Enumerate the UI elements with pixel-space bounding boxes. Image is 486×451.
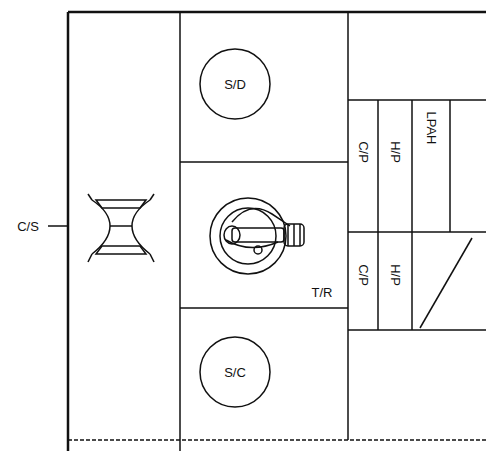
machine-circle: S/D xyxy=(199,48,271,120)
diagonal-line xyxy=(420,238,472,328)
wall xyxy=(180,161,348,163)
room-label: LPAH xyxy=(425,111,438,146)
turbine-symbol xyxy=(210,198,304,274)
room-label: C/P xyxy=(357,140,370,164)
wall xyxy=(180,307,348,309)
room-label: H/P xyxy=(389,263,402,287)
wall xyxy=(68,439,486,441)
crane-symbol xyxy=(88,194,154,262)
room-label: T/R xyxy=(311,286,334,299)
circle-label: S/D xyxy=(224,78,246,91)
table-line xyxy=(411,100,413,330)
table-line xyxy=(348,99,486,101)
leader-line xyxy=(48,225,68,227)
table-line xyxy=(348,329,486,331)
wall xyxy=(67,12,70,451)
room-label: C/P xyxy=(357,263,370,287)
table-line xyxy=(348,231,486,233)
table-line xyxy=(377,100,379,330)
room-label: C/S xyxy=(16,220,40,233)
wall xyxy=(68,11,486,14)
circle-label: S/C xyxy=(224,366,246,379)
machine-circle: S/C xyxy=(199,336,271,408)
wall xyxy=(179,12,181,451)
room-label: H/P xyxy=(389,140,402,164)
table-line xyxy=(449,100,451,232)
wall xyxy=(347,12,349,440)
